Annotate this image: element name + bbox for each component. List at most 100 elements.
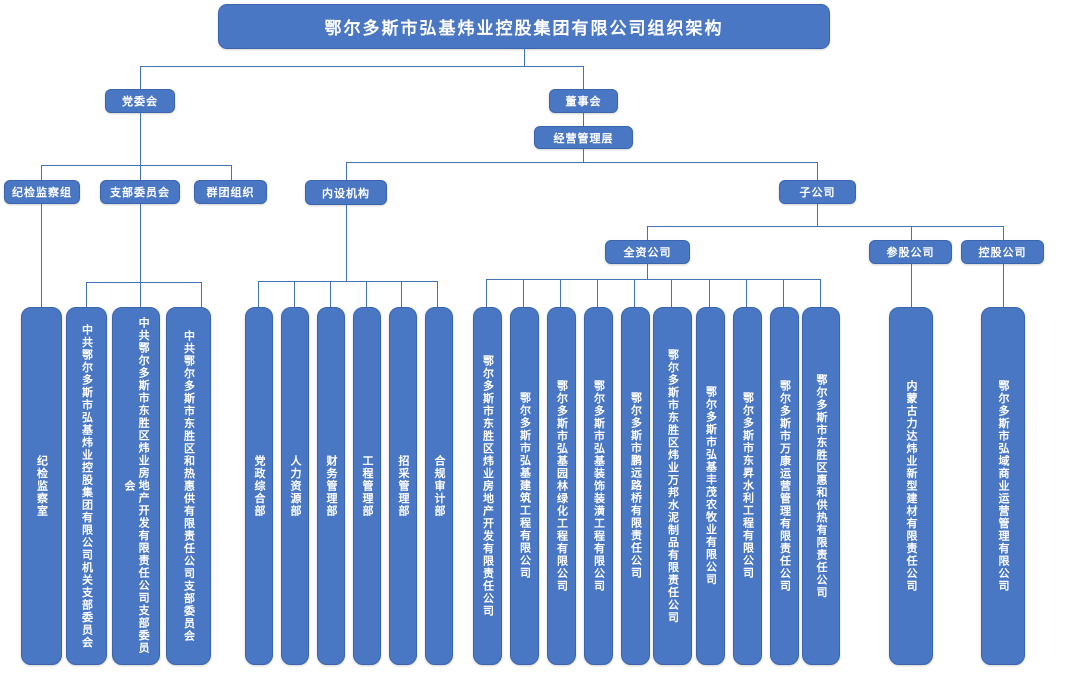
connector-holding-to-company: [1003, 264, 1004, 307]
connector-branch-child-2: [140, 282, 141, 307]
leaf-wholly-owned-3[interactable]: 鄂尔多斯市弘基园林绿化工程有限公司: [547, 307, 576, 665]
connector-branch-down: [140, 204, 141, 282]
connector-internal-depts-down: [346, 205, 347, 281]
connector-wholly-owned-down: [647, 264, 648, 279]
leaf-internal-dept-6[interactable]: 合规审计部: [425, 307, 453, 665]
leaf-label: 中共鄂尔多斯市东胜区和热惠供有限责任公司支部委员会: [182, 329, 196, 643]
leaf-label: 鄂尔多斯市弘基装饰装潢工程有限公司: [592, 379, 606, 593]
leaf-label: 鄂尔多斯市东胜区惠和供热有限责任公司: [815, 373, 829, 599]
leaf-label: 合规审计部: [433, 454, 447, 518]
connector-to-mass-org: [231, 165, 232, 180]
leaf-label: 工程管理部: [361, 454, 375, 518]
connector-branch-child-1: [86, 282, 87, 307]
connector-to-party-committee: [140, 66, 141, 89]
connector-internal-depts-bus: [258, 281, 437, 282]
leaf-wholly-owned-8[interactable]: 鄂尔多斯市东昇水利工程有限公司: [733, 307, 762, 665]
leaf-label: 鄂尔多斯市东胜区炜业万邦水泥制品有限责任公司: [666, 348, 680, 624]
connector-to-board: [583, 66, 584, 89]
node-management-layer[interactable]: 经营管理层: [534, 126, 633, 149]
leaf-internal-dept-1[interactable]: 党政综合部: [245, 307, 273, 665]
leaf-label: 人力资源部: [289, 454, 303, 518]
connector-sub-3: [560, 279, 561, 307]
connector-sub-4: [597, 279, 598, 307]
leaf-label: 鄂尔多斯市弘基园林绿化工程有限公司: [555, 379, 569, 593]
node-branch-committee[interactable]: 支部委员会: [100, 180, 180, 204]
leaf-label: 中共鄂尔多斯市弘基炜业控股集团有限公司机关支部委员会: [80, 323, 94, 649]
connector-sub-1: [486, 279, 487, 307]
leaf-equity-participation-1[interactable]: 内蒙古力达炜业新型建材有限责任公司: [889, 307, 933, 665]
node-subsidiaries[interactable]: 子公司: [779, 180, 856, 204]
leaf-internal-dept-3[interactable]: 财务管理部: [317, 307, 345, 665]
connector-branch-child-3: [201, 282, 202, 307]
leaf-internal-dept-4[interactable]: 工程管理部: [353, 307, 381, 665]
connector-dept-6: [437, 281, 438, 307]
leaf-label: 中共鄂尔多斯市东胜区炜业房地产开发有限责任公司支部委员会: [123, 317, 151, 655]
leaf-internal-dept-2[interactable]: 人力资源部: [281, 307, 309, 665]
connector-party-committee-down: [140, 113, 141, 165]
leaf-wholly-owned-10[interactable]: 鄂尔多斯市东胜区惠和供热有限责任公司: [802, 307, 840, 665]
node-equity-participation-companies[interactable]: 参股公司: [869, 240, 952, 264]
connector-dept-3: [330, 281, 331, 307]
leaf-party-branch-3[interactable]: 中共鄂尔多斯市东胜区和热惠供有限责任公司支部委员会: [166, 307, 211, 665]
chart-title-box: 鄂尔多斯市弘基炜业控股集团有限公司组织架构: [218, 4, 830, 49]
leaf-party-branch-1[interactable]: 中共鄂尔多斯市弘基炜业控股集团有限公司机关支部委员会: [66, 307, 107, 665]
connector-to-internal-depts: [346, 162, 347, 180]
leaf-discipline-inspection-office[interactable]: 纪检监察室: [21, 307, 62, 665]
node-discipline-inspection-group[interactable]: 纪检监察组: [4, 180, 80, 204]
leaf-wholly-owned-1[interactable]: 鄂尔多斯市东胜区炜业房地产开发有限责任公司: [473, 307, 502, 665]
leaf-label: 鄂尔多斯市东昇水利工程有限公司: [741, 392, 755, 580]
leaf-label: 鄂尔多斯市东胜区炜业房地产开发有限责任公司: [481, 354, 495, 618]
leaf-wholly-owned-4[interactable]: 鄂尔多斯市弘基装饰装潢工程有限公司: [584, 307, 613, 665]
leaf-label: 鄂尔多斯市弘基丰茂农牧业有限公司: [704, 386, 718, 586]
connector-to-wholly-owned: [647, 226, 648, 240]
leaf-wholly-owned-6[interactable]: 鄂尔多斯市东胜区炜业万邦水泥制品有限责任公司: [653, 307, 692, 665]
leaf-wholly-owned-2[interactable]: 鄂尔多斯市弘基建筑工程有限公司: [510, 307, 539, 665]
leaf-label: 鄂尔多斯市弘域商业运营管理有限公司: [997, 379, 1011, 593]
connector-management-down: [583, 149, 584, 162]
node-party-committee[interactable]: 党委会: [105, 89, 175, 113]
connector-to-subsidiaries: [817, 162, 818, 180]
leaf-label: 纪检监察室: [35, 454, 49, 518]
leaf-holding-1[interactable]: 鄂尔多斯市弘域商业运营管理有限公司: [981, 307, 1025, 665]
connector-subsidiaries-bus: [647, 226, 1004, 227]
connector-sub-9: [783, 279, 784, 307]
connector-branch-bus: [86, 282, 201, 283]
connector-management-bus: [346, 162, 817, 163]
connector-discipline-to-office: [41, 204, 42, 307]
leaf-wholly-owned-5[interactable]: 鄂尔多斯市鹏远路桥有限责任公司: [621, 307, 650, 665]
leaf-party-branch-2[interactable]: 中共鄂尔多斯市东胜区炜业房地产开发有限责任公司支部委员会: [112, 307, 160, 665]
connector-dept-4: [366, 281, 367, 307]
node-mass-organizations[interactable]: 群团组织: [194, 180, 267, 204]
connector-sub-7: [709, 279, 710, 307]
leaf-label: 鄂尔多斯市万康运营管理有限责任公司: [778, 379, 792, 593]
connector-equity-to-company: [911, 264, 912, 307]
connector-dept-5: [401, 281, 402, 307]
connector-to-holding: [1003, 226, 1004, 240]
connector-sub-5: [634, 279, 635, 307]
connector-board-to-management: [583, 113, 584, 126]
connector-to-branch-committee: [140, 165, 141, 180]
connector-title-down: [524, 49, 525, 66]
leaf-label: 鄂尔多斯市鹏远路桥有限责任公司: [629, 392, 643, 580]
leaf-label: 党政综合部: [253, 454, 267, 518]
connector-sub-6: [671, 279, 672, 307]
node-internal-departments[interactable]: 内设机构: [305, 180, 387, 205]
leaf-label: 财务管理部: [325, 454, 339, 518]
connector-sub-10: [820, 279, 821, 307]
leaf-label: 招采管理部: [397, 454, 411, 518]
connector-party-committee-bus: [41, 165, 231, 166]
leaf-wholly-owned-7[interactable]: 鄂尔多斯市弘基丰茂农牧业有限公司: [696, 307, 725, 665]
node-holding-companies[interactable]: 控股公司: [961, 240, 1044, 264]
connector-wholly-owned-bus: [486, 279, 820, 280]
node-wholly-owned-companies[interactable]: 全资公司: [605, 240, 690, 264]
connector-dept-2: [294, 281, 295, 307]
connector-dept-1: [258, 281, 259, 307]
leaf-label: 内蒙古力达炜业新型建材有限责任公司: [905, 379, 919, 593]
leaf-internal-dept-5[interactable]: 招采管理部: [389, 307, 417, 665]
connector-to-discipline-group: [41, 165, 42, 180]
connector-to-equity-participation: [911, 226, 912, 240]
node-board-of-directors[interactable]: 董事会: [549, 89, 618, 113]
leaf-wholly-owned-9[interactable]: 鄂尔多斯市万康运营管理有限责任公司: [770, 307, 799, 665]
connector-title-bus: [140, 66, 584, 67]
